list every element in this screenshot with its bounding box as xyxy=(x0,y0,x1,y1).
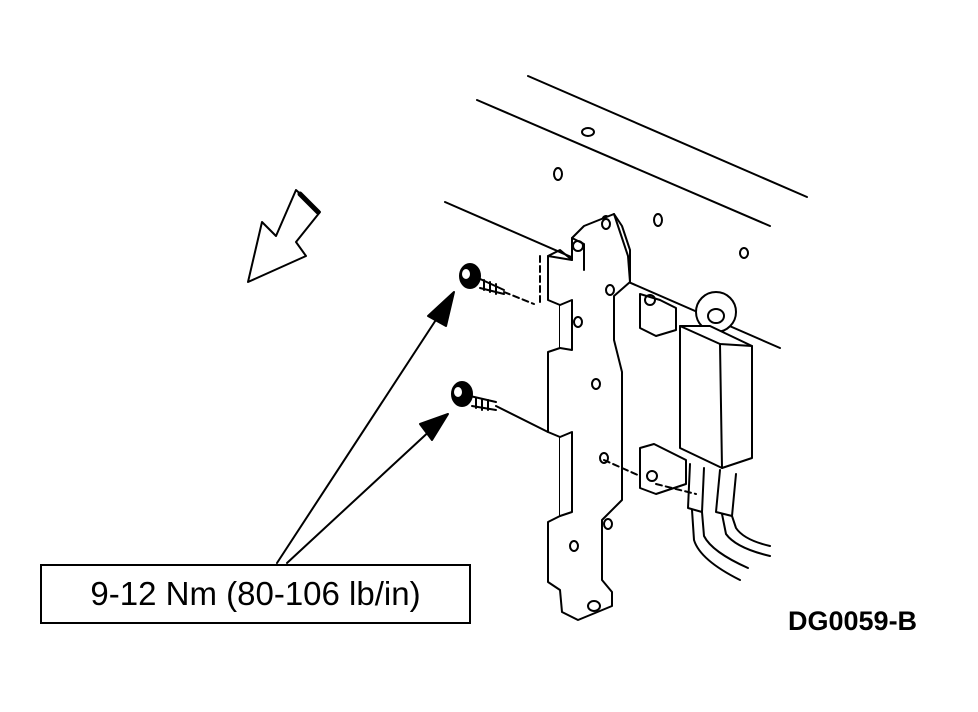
bolt-icon xyxy=(451,381,549,433)
torque-spec-label: 9-12 Nm (80-106 lb/in) xyxy=(90,575,421,612)
bolt-icon xyxy=(459,263,535,305)
torque-callout: 9-12 Nm (80-106 lb/in) xyxy=(40,564,471,624)
front-direction-arrow-icon xyxy=(247,189,321,283)
body-panel xyxy=(444,75,808,349)
callout-leader xyxy=(276,291,455,564)
module-assembly xyxy=(603,291,771,581)
figure-code: DG0059-B xyxy=(788,606,918,636)
mounting-bracket xyxy=(539,213,631,621)
